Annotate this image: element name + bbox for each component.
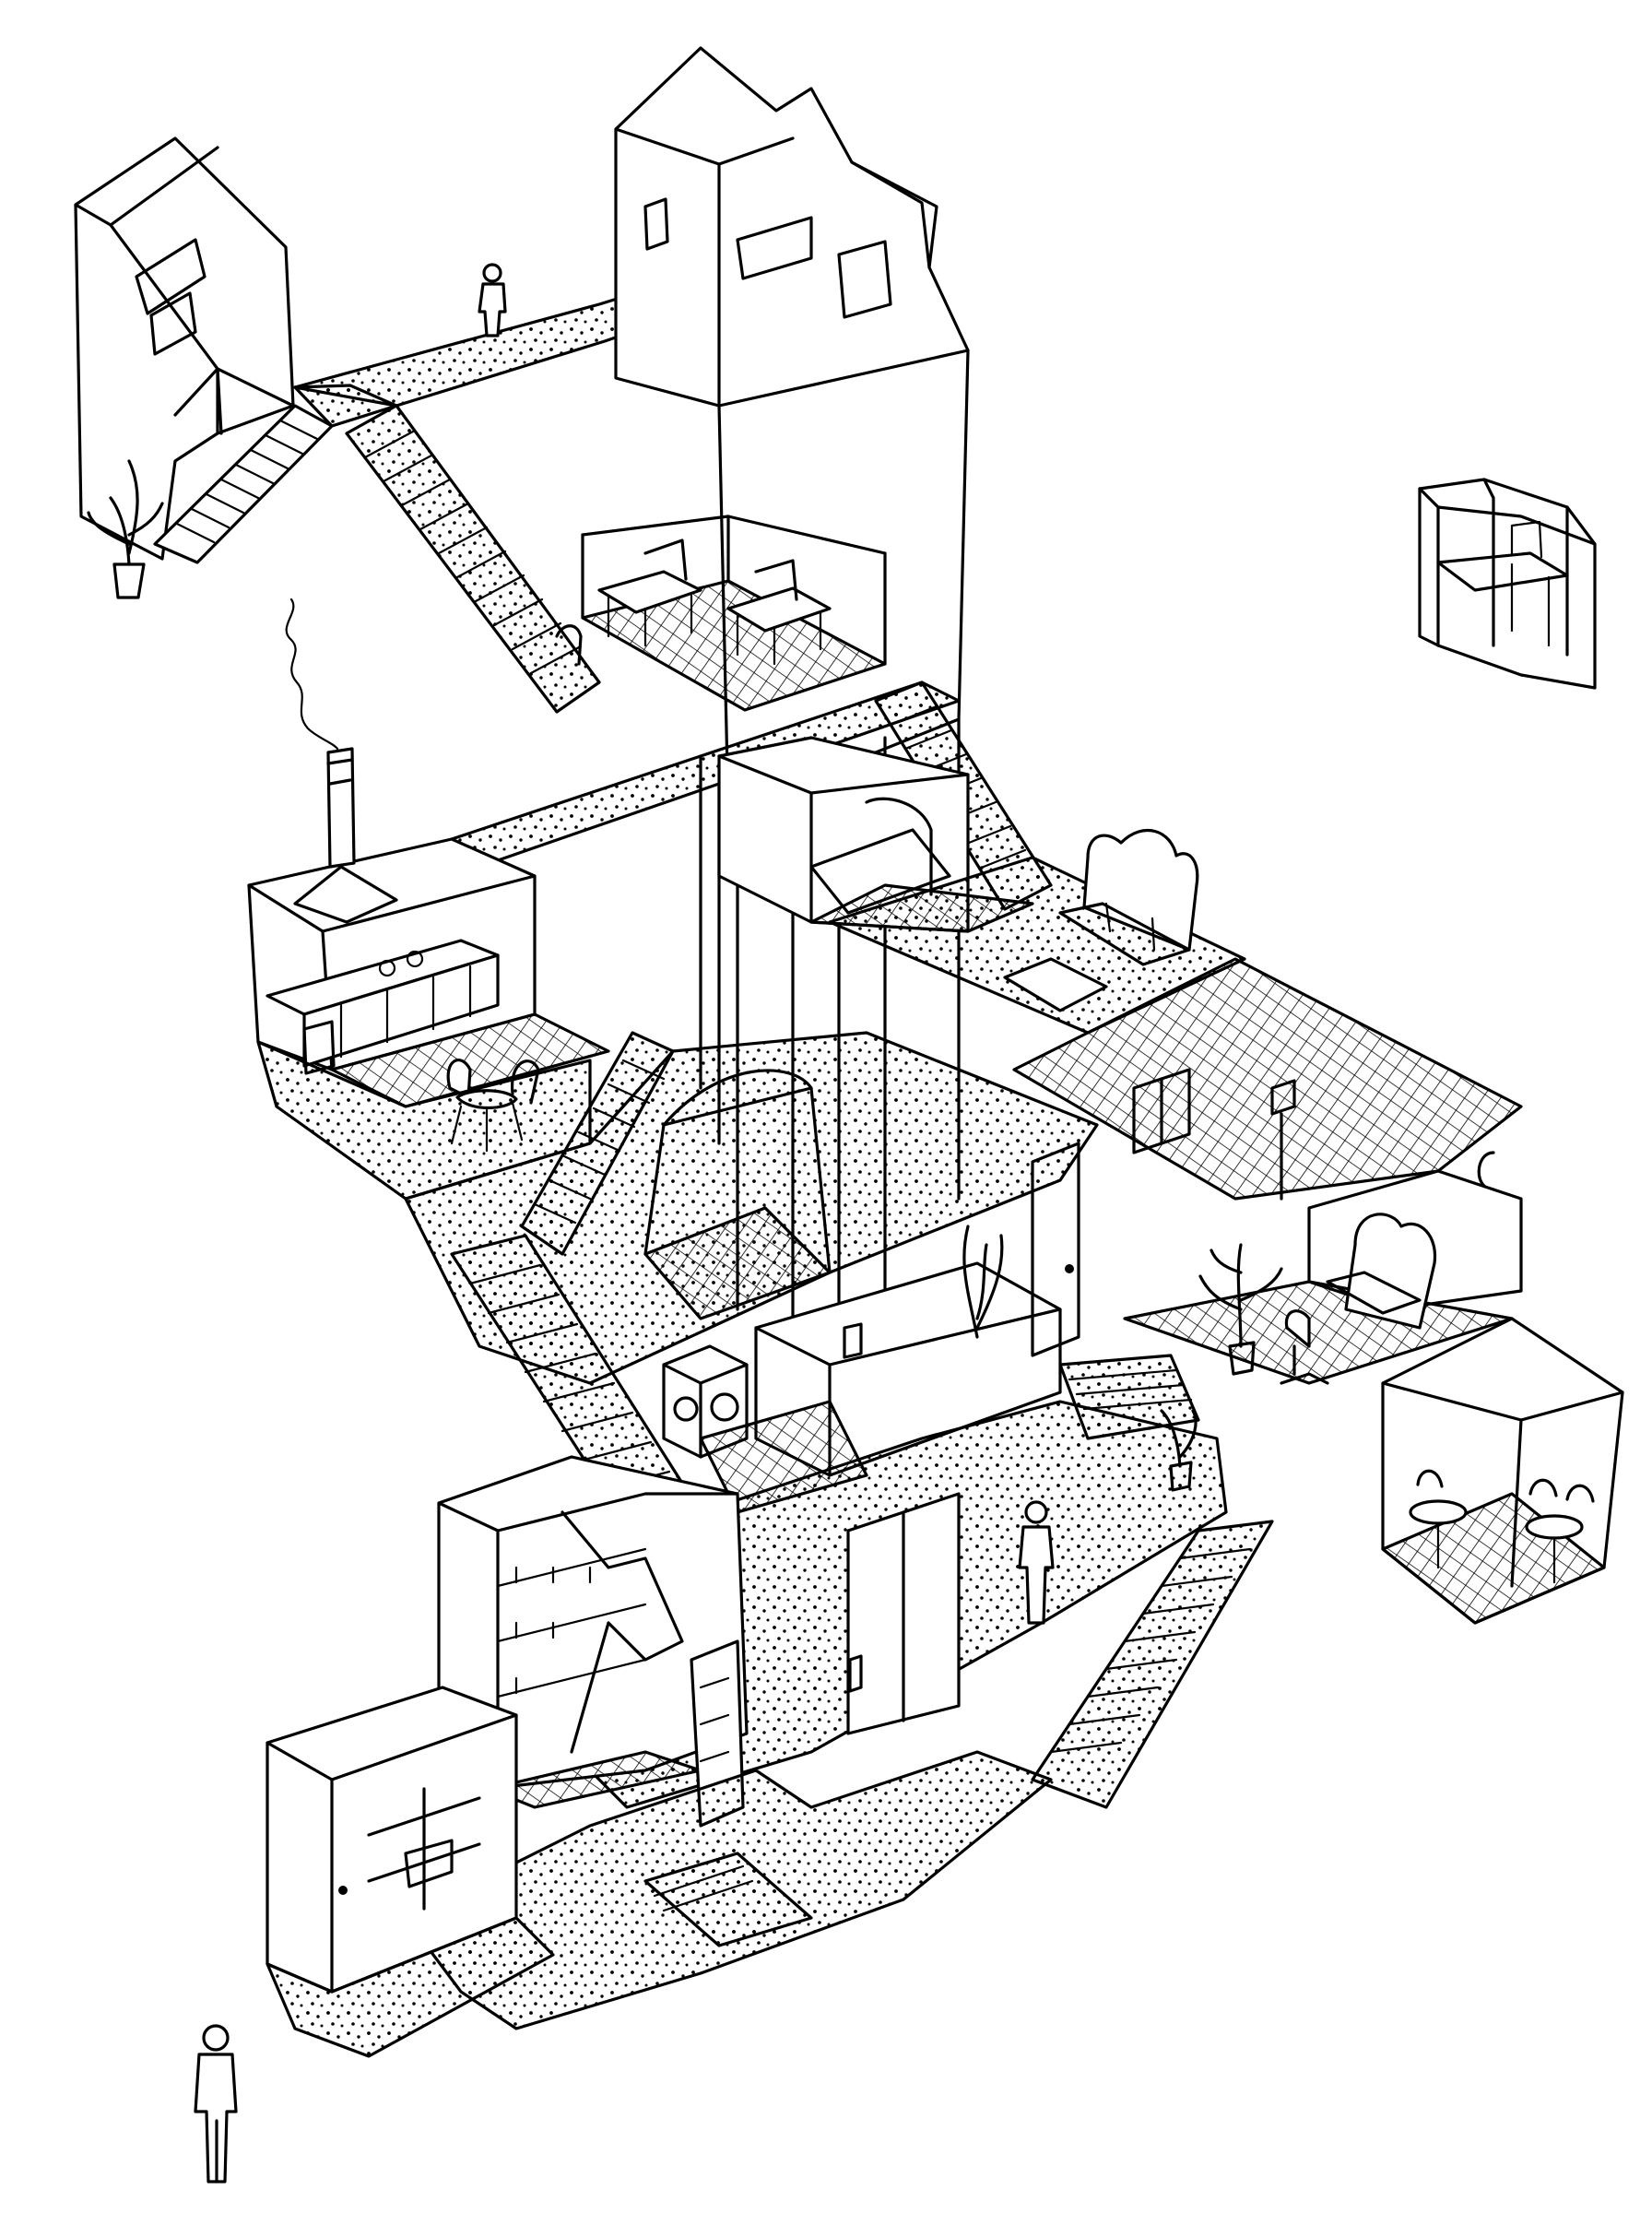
person-figure-icon [1018, 1500, 1055, 1625]
chair-icon [1416, 1469, 1595, 1503]
chair-icon [643, 538, 798, 601]
window-icon [736, 216, 813, 280]
table-icon [726, 586, 832, 666]
person-figure-icon [478, 263, 507, 337]
chair-icon [865, 797, 933, 896]
chimney-hood [285, 598, 398, 924]
window-icon [1132, 1068, 1191, 1154]
elevator-button-icon [848, 1654, 863, 1693]
lower-right-lounge [1123, 1169, 1523, 1385]
left-house-stair [153, 404, 334, 564]
armchair-icon [1326, 1213, 1437, 1330]
clock-icon [1270, 1079, 1296, 1116]
locker-room [437, 1455, 749, 1828]
lower-elevator-shaft [846, 1492, 961, 1735]
person-figure-icon [194, 2024, 238, 2183]
office-chair-icon [1280, 1309, 1329, 1385]
bottom-left-sink-room [266, 1686, 555, 2058]
lower-walkway-deck [404, 1750, 1053, 2030]
window-icon [135, 238, 206, 315]
table-icon [1409, 1499, 1468, 1569]
potted-plant-icon [1198, 1243, 1283, 1376]
rug-icon [1003, 957, 1108, 1012]
far-right-dining-box [1381, 1317, 1624, 1625]
lower-left-stair [450, 1234, 702, 1542]
top-center-tall-house [614, 46, 970, 813]
top-left-house [74, 136, 295, 561]
oven-icon [302, 1020, 336, 1075]
kitchen-room [247, 598, 610, 1153]
light-switch-icon [843, 1322, 863, 1359]
table-icon [597, 570, 702, 647]
upper-dining-room [555, 515, 887, 712]
door-icon [1031, 1142, 1080, 1357]
sink-icon [404, 1833, 454, 1888]
potted-plant-icon [962, 1225, 1004, 1339]
door-icon [643, 197, 669, 251]
lower-right-stair [1031, 1520, 1274, 1809]
door-handle-icon [338, 1886, 348, 1895]
upper-long-stair [345, 404, 601, 714]
potted-plant-icon [87, 459, 164, 599]
washing-machine-icon [662, 1344, 749, 1459]
door-icon [173, 367, 223, 435]
table-icon [1525, 1514, 1584, 1584]
chair-icon [555, 624, 583, 666]
upper-right-hatched-room [1012, 957, 1523, 1201]
potted-plant-icon [1160, 1409, 1198, 1492]
table-icon [1436, 551, 1569, 592]
sofa-icon [1058, 828, 1199, 966]
living-room-sofa [828, 828, 1246, 1035]
top-right-desk-box [1418, 478, 1597, 690]
